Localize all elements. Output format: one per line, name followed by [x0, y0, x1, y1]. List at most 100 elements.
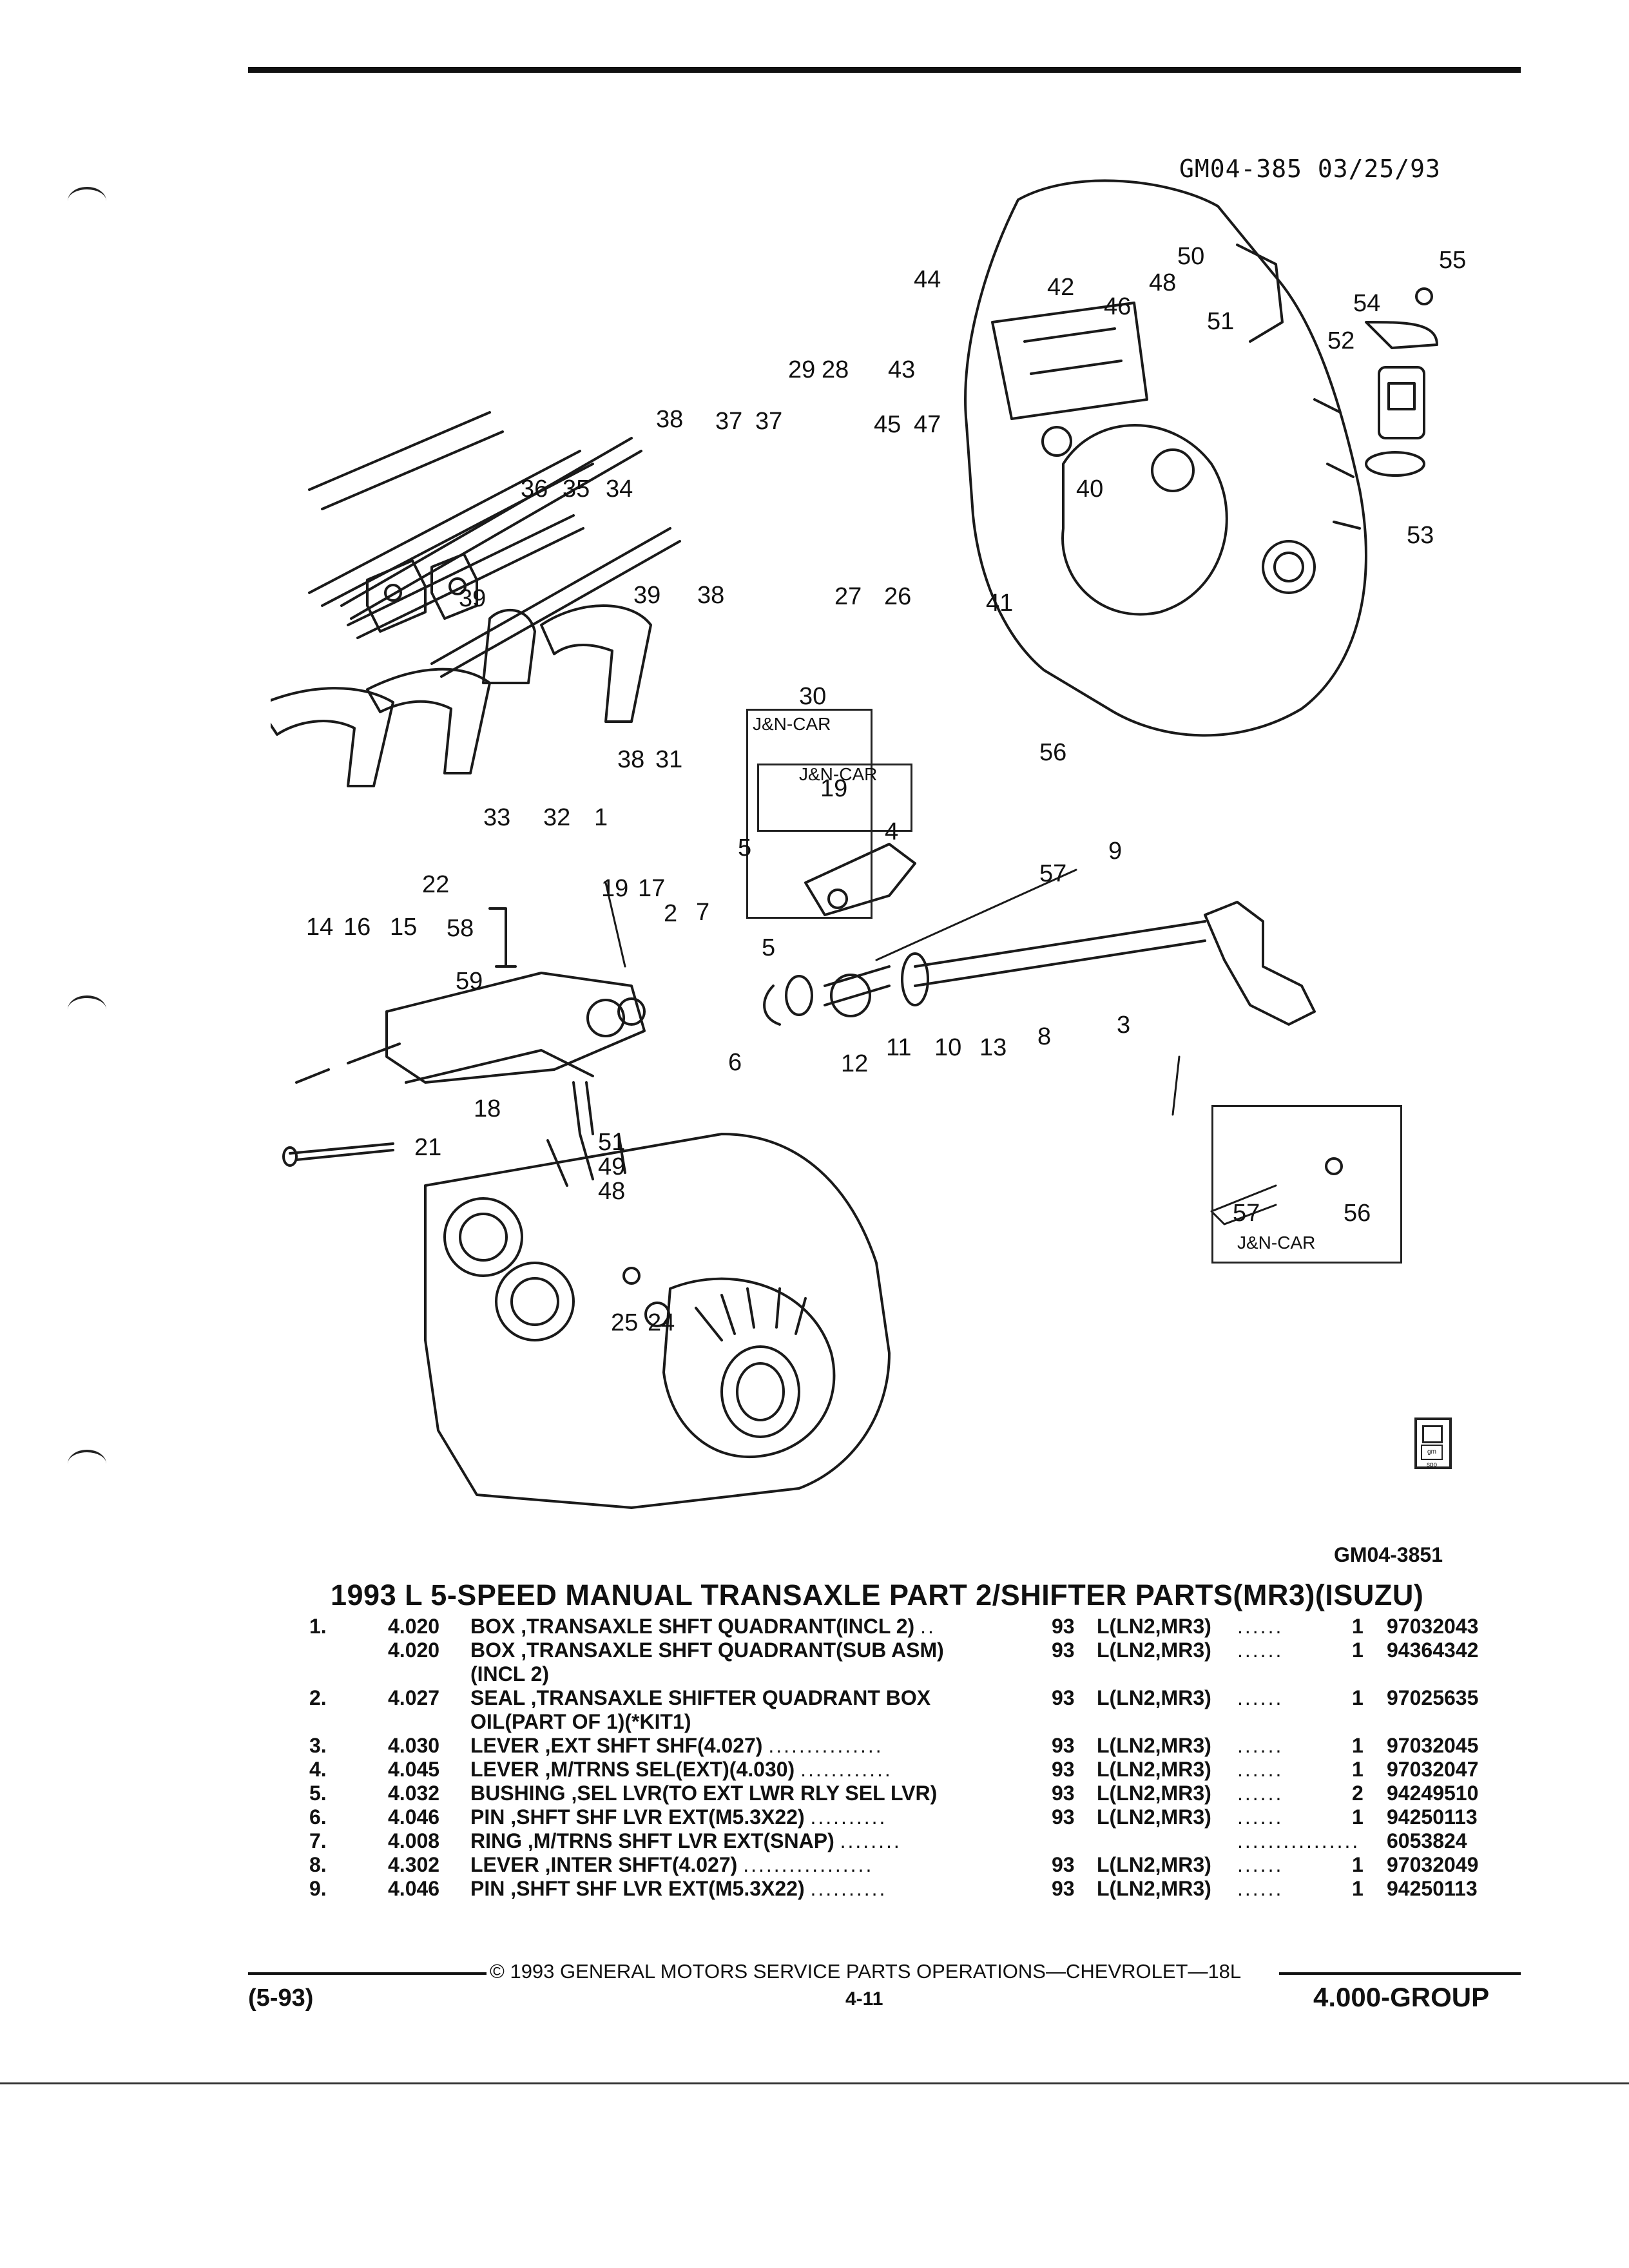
callout: 44: [914, 266, 941, 293]
cell-item: 9.: [309, 1877, 327, 1900]
cell-desc-text: BOX ,TRANSAXLE SHFT QUADRANT(INCL 2): [470, 1615, 915, 1638]
margin-mark: [68, 187, 106, 215]
callout: 15: [390, 914, 418, 941]
cell-part: 97032047: [1387, 1758, 1479, 1781]
jn-car-detail-box: [1211, 1105, 1402, 1264]
cell-code: 4.302: [388, 1853, 440, 1876]
callout: 6: [728, 1049, 742, 1076]
callout: 57: [1039, 860, 1067, 887]
cell-year: 93: [1052, 1686, 1075, 1709]
callout: 36: [521, 476, 548, 503]
callout: 27: [834, 583, 862, 610]
cell-code: 4.032: [388, 1782, 440, 1805]
jn-car-label: J&N-CAR: [753, 714, 831, 734]
cell-part: 6053824: [1387, 1829, 1467, 1852]
cell-app: L(LN2,MR3): [1097, 1734, 1211, 1757]
callout: 42: [1047, 274, 1075, 301]
jn-car-label: J&N-CAR: [1237, 1233, 1316, 1253]
callout: 49: [598, 1153, 626, 1180]
callout: 38: [656, 406, 684, 433]
callout: 38: [697, 582, 725, 609]
cell-part: 94364342: [1387, 1639, 1479, 1662]
callout: 16: [343, 914, 371, 941]
callout: 31: [655, 746, 683, 773]
cell-desc-text: (INCL 2): [470, 1662, 550, 1686]
cell-app-dots: ......: [1237, 1877, 1284, 1900]
cell-app-dots: ......: [1237, 1686, 1284, 1709]
cell-desc-text: LEVER ,M/TRNS SEL(EXT)(4.030): [470, 1758, 795, 1781]
cell-desc-text: LEVER ,EXT SHFT SHF(4.027): [470, 1734, 763, 1757]
cell-desc-text: LEVER ,INTER SHFT(4.027): [470, 1853, 738, 1876]
cell-year: 93: [1052, 1758, 1075, 1781]
callout: 28: [822, 356, 849, 383]
cell-item: 2.: [309, 1686, 327, 1709]
cell-year: 93: [1052, 1734, 1075, 1757]
cell-desc: LEVER ,EXT SHFT SHF(4.027) .............…: [470, 1734, 883, 1758]
drawing-id: GM04-385 03/25/93: [1179, 155, 1441, 183]
jn-car-detail-box: [757, 764, 912, 832]
callout: 3: [1117, 1012, 1131, 1039]
callout: 1: [594, 804, 608, 831]
callout: 5: [738, 834, 752, 861]
shift-blocks: [366, 553, 478, 633]
cell-leader-dots: .................: [743, 1853, 874, 1876]
callout: 39: [459, 585, 487, 612]
callout: 39: [633, 582, 661, 609]
callout: 26: [884, 583, 912, 610]
cell-app: L(LN2,MR3): [1097, 1782, 1211, 1805]
callout: 22: [422, 871, 450, 898]
cell-year: 93: [1052, 1615, 1075, 1638]
callout: 4: [885, 818, 899, 845]
cell-leader-dots: ...............: [768, 1734, 883, 1757]
callout: 54: [1353, 290, 1381, 317]
callout: 51: [598, 1129, 626, 1156]
callout: 43: [888, 356, 916, 383]
table-row: OIL(PART OF 1)(*KIT1): [309, 1710, 1527, 1734]
cell-desc: RING ,M/TRNS SHFT LVR EXT(SNAP) ........: [470, 1829, 901, 1853]
cell-year: 93: [1052, 1853, 1075, 1876]
callout: 34: [606, 476, 633, 503]
cell-year: 93: [1052, 1805, 1075, 1829]
callout: 45: [874, 411, 901, 438]
margin-mark: [68, 995, 106, 1024]
footer-date-code: (5-93): [248, 1984, 314, 2012]
cell-app-dots: ......: [1237, 1853, 1284, 1876]
shift-forks: [271, 604, 652, 787]
callout: 52: [1327, 327, 1355, 354]
select-lever: [804, 843, 916, 916]
cell-desc-text: BOX ,TRANSAXLE SHFT QUADRANT(SUB ASM): [470, 1639, 944, 1662]
cell-desc-text: RING ,M/TRNS SHFT LVR EXT(SNAP): [470, 1829, 834, 1852]
leader-lines: [604, 869, 1277, 1225]
cell-item: 1.: [309, 1615, 327, 1638]
cell-desc: LEVER ,M/TRNS SEL(EXT)(4.030) ..........…: [470, 1758, 892, 1782]
bottom-rule: [0, 2082, 1629, 2084]
jn-car-detail-box: [746, 709, 872, 919]
cell-code: 4.045: [388, 1758, 440, 1781]
cell-qty: 1: [1352, 1686, 1364, 1709]
cell-app: L(LN2,MR3): [1097, 1853, 1211, 1876]
cell-leader-dots: ..: [920, 1615, 936, 1638]
cell-item: 7.: [309, 1829, 327, 1852]
table-title: 1993 L 5-SPEED MANUAL TRANSAXLE PART 2/S…: [331, 1579, 1424, 1611]
cell-qty: 1: [1352, 1853, 1364, 1876]
cell-desc-text: BUSHING ,SEL LVR(TO EXT LWR RLY SEL LVR): [470, 1782, 938, 1805]
cell-desc: BUSHING ,SEL LVR(TO EXT LWR RLY SEL LVR): [470, 1782, 937, 1805]
callout: 48: [1149, 269, 1177, 296]
cell-app: L(LN2,MR3): [1097, 1639, 1211, 1662]
footer-rule-left: [248, 1972, 487, 1975]
margin-mark: [68, 1450, 106, 1478]
cell-part: 97025635: [1387, 1686, 1479, 1709]
cell-app: L(LN2,MR3): [1097, 1686, 1211, 1709]
cell-desc: PIN ,SHFT SHF LVR EXT(M5.3X22) .........…: [470, 1805, 887, 1829]
cell-app: L(LN2,MR3): [1097, 1758, 1211, 1781]
callout: 51: [1207, 308, 1235, 335]
cell-year: 93: [1052, 1639, 1075, 1662]
cell-year: 93: [1052, 1877, 1075, 1900]
callout: 35: [563, 476, 590, 503]
callout: 48: [598, 1178, 626, 1205]
